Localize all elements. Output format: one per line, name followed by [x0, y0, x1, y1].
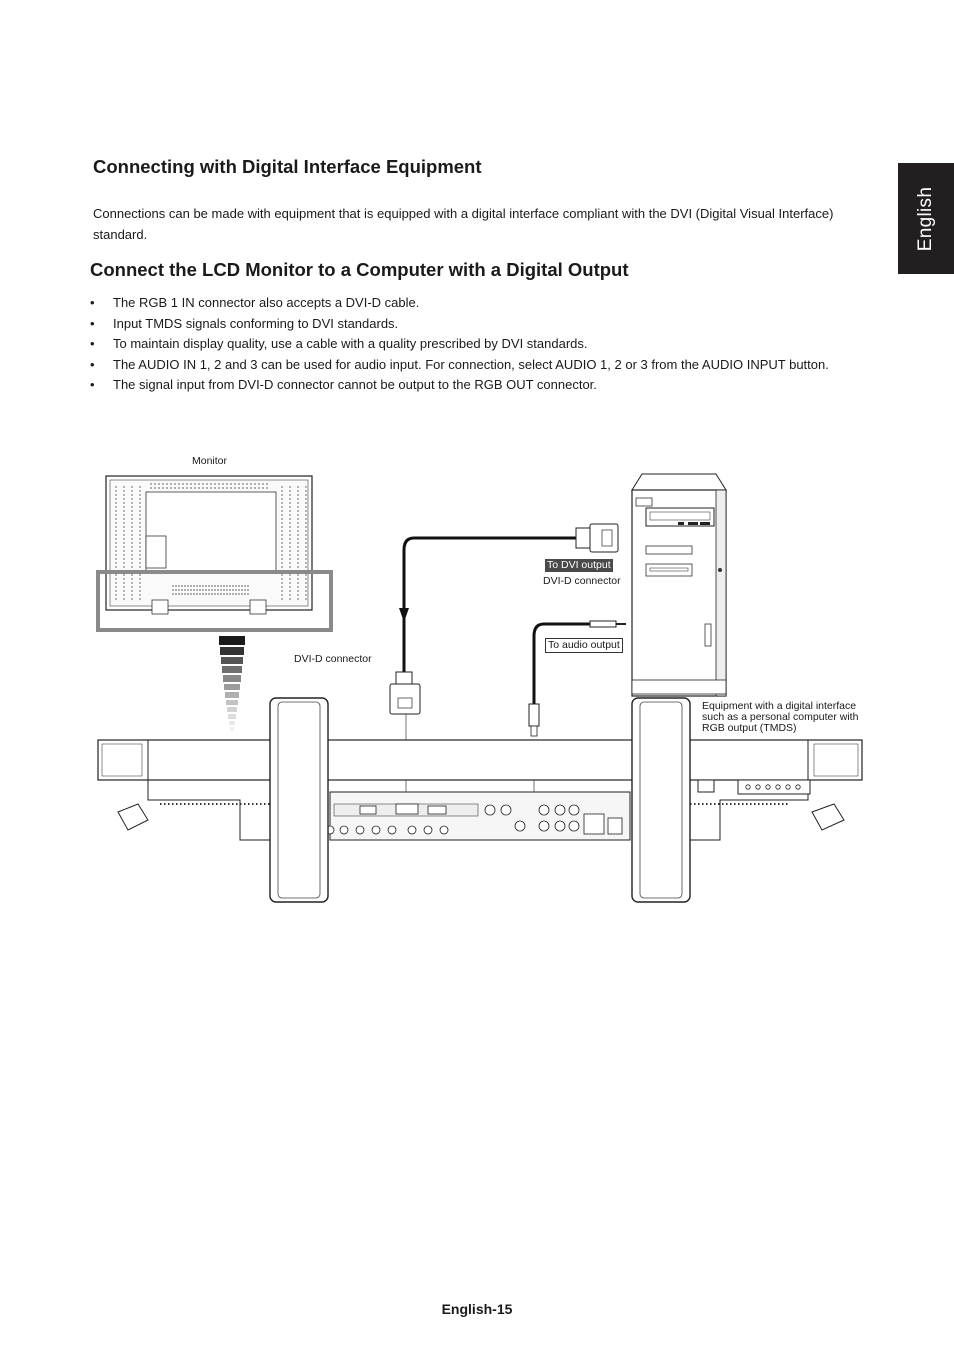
page-number: English-15 [441, 1301, 513, 1317]
list-item: To maintain display quality, use a cable… [90, 334, 890, 355]
connection-diagram: Monitor DVI-D connector To DVI output DV… [0, 440, 954, 920]
language-tab-label: English [915, 186, 937, 251]
dvi-connector-label-pc: DVI-D connector [543, 575, 621, 587]
dvi-cable [389, 523, 619, 808]
list-item: The AUDIO IN 1, 2 and 3 can be used for … [90, 355, 890, 376]
equipment-label-line3: RGB output (TMDS) [702, 722, 797, 734]
to-audio-output-label: To audio output [545, 638, 623, 653]
language-tab: English [898, 163, 954, 274]
list-item: The RGB 1 IN connector also accepts a DV… [90, 293, 890, 314]
list-item: The signal input from DVI-D connector ca… [90, 375, 890, 396]
connection-diagram-drawing [96, 473, 863, 903]
monitor-rear-panel [97, 697, 863, 903]
list-item: Input TMDS signals conforming to DVI sta… [90, 314, 890, 335]
equipment-label-line2: such as a personal computer with [702, 711, 859, 723]
zoom-indicator [219, 636, 245, 731]
pc-tower [631, 473, 727, 697]
intro-paragraph: Connections can be made with equipment t… [93, 206, 834, 242]
section-heading-connect-computer: Connect the LCD Monitor to a Computer wi… [90, 259, 629, 280]
equipment-label-line1: Equipment with a digital interface [702, 700, 857, 712]
section-heading-digital-interface: Connecting with Digital Interface Equipm… [93, 156, 482, 177]
monitor-label: Monitor [192, 455, 228, 467]
monitor-thumbnail [96, 475, 333, 632]
notes-list: The RGB 1 IN connector also accepts a DV… [90, 293, 890, 396]
dvi-connector-label-monitor: DVI-D connector [294, 653, 372, 665]
to-dvi-output-label: To DVI output [545, 559, 613, 572]
